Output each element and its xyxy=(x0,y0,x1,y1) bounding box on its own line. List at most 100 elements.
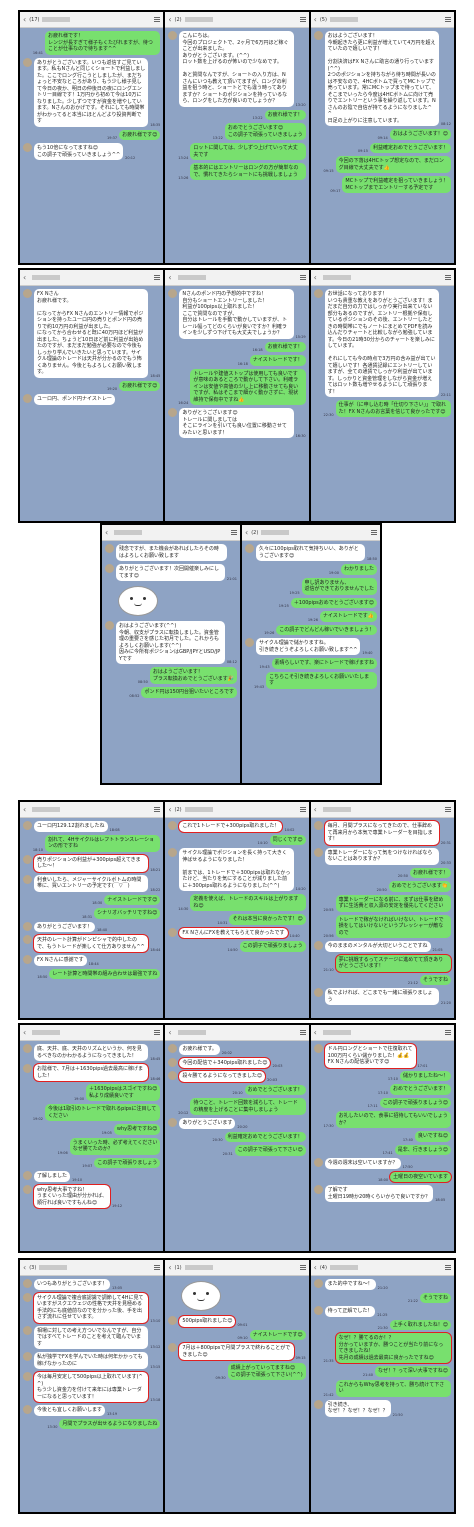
message-bubble: 了解しました xyxy=(34,1171,71,1182)
message-bubble: 定義を使えば、トレードのスキルは上がりますね😊 xyxy=(190,894,306,911)
message-timestamp: 20:03 xyxy=(267,1077,278,1082)
back-chevron-icon[interactable]: ‹ xyxy=(168,1262,172,1272)
back-chevron-icon[interactable]: ‹ xyxy=(105,527,109,537)
received-message: 7月は＋800pipsで月間プラスで終わることができました😊09:15 xyxy=(168,1342,306,1361)
sticker-mouth xyxy=(134,603,142,606)
hamburger-menu-icon[interactable] xyxy=(444,807,451,812)
chat-header: ‹ xyxy=(20,802,164,818)
hamburger-menu-icon[interactable] xyxy=(231,530,237,535)
hamburger-menu-icon[interactable] xyxy=(444,1030,451,1035)
hamburger-menu-icon[interactable] xyxy=(299,275,306,280)
contact-avatar xyxy=(23,854,32,864)
chat-screenshot: ‹残念ですが、また機会があればしたらその時はよろしくお願い致しますありがとうござ… xyxy=(102,525,240,783)
message-list: 底、天井、底、天井のリズムというか、何を見るべきなのかわかるようになってきました… xyxy=(20,1041,163,1211)
message-timestamp: 18:50 xyxy=(37,975,48,979)
chat-screenshot: ‹毎月、月間プラスになってきたので、仕事辞めて再来月から本気で専業トレーダーを目… xyxy=(310,802,454,1018)
message-bubble: 月間でプラスが出せるようになりましたね xyxy=(59,1418,161,1429)
received-message: FX Nさん お疲れ様です。 になってからFX Nさんのエントリー情報でポジショ… xyxy=(23,289,160,378)
back-chevron-icon[interactable]: ‹ xyxy=(313,804,317,814)
hamburger-menu-icon[interactable] xyxy=(154,1265,161,1270)
message-timestamp: 15:29 xyxy=(295,334,306,339)
hamburger-menu-icon[interactable] xyxy=(444,275,451,280)
contact-avatar xyxy=(105,564,114,573)
hamburger-menu-icon[interactable] xyxy=(299,17,306,22)
message-bubble: 底、天井、底、天井のリズムというか、何を見るべきなのかわかるようになってきました… xyxy=(34,1044,149,1061)
message-timestamp: 14:02 xyxy=(284,827,295,832)
chat-header: ‹(1) xyxy=(165,1260,309,1276)
back-chevron-icon[interactable]: ‹ xyxy=(313,1027,317,1037)
back-chevron-icon[interactable]: ‹ xyxy=(168,804,172,814)
contact-avatar xyxy=(313,821,323,830)
contact-name-redacted xyxy=(177,275,206,280)
received-message: why思考大事ですね！ うまくいった理由が分かれば、 順行れば良いですもんね😊1… xyxy=(23,1183,160,1209)
message-list: FX Nさん お疲れ様です。 になってからFX Nさんのエントリー情報でポジショ… xyxy=(20,286,163,408)
back-chevron-icon[interactable]: ‹ xyxy=(168,1027,172,1037)
unread-count-badge: (3) xyxy=(29,1264,37,1271)
contact-avatar xyxy=(105,621,114,630)
hamburger-menu-icon[interactable] xyxy=(154,807,161,812)
message-bubble: 今後とも宜しくお願いします xyxy=(34,1405,106,1416)
message-bubble: そうですね xyxy=(419,1292,451,1303)
hamburger-menu-icon[interactable] xyxy=(444,1265,451,1270)
received-message: 底、天井、底、天井のリズムというか、何を見るべきなのかわかるようになってきました… xyxy=(23,1044,160,1061)
hamburger-menu-icon[interactable] xyxy=(444,17,451,22)
message-timestamp: 16:18 xyxy=(237,361,248,366)
back-chevron-icon[interactable]: ‹ xyxy=(313,14,317,24)
chat-header: ‹ xyxy=(165,1025,309,1041)
contact-avatar xyxy=(313,289,323,298)
received-message: ありがとうございます！18:40 xyxy=(23,921,160,932)
message-timestamp: 13:12 xyxy=(150,1345,161,1349)
message-timestamp: 19:05 xyxy=(101,1130,112,1135)
back-chevron-icon[interactable]: ‹ xyxy=(168,14,172,24)
message-timestamp: 09:15 xyxy=(323,169,334,173)
hamburger-menu-icon[interactable] xyxy=(154,275,161,280)
message-bubble: 私でよければ、どこまでも一緒に頑張りましょう xyxy=(324,988,439,1005)
chat-header: ‹ xyxy=(310,1025,454,1041)
sticker-eye xyxy=(193,1292,197,1295)
back-chevron-icon[interactable]: ‹ xyxy=(23,1262,27,1272)
back-chevron-icon[interactable]: ‹ xyxy=(23,272,27,282)
received-message: ありがとうございます。いつも返信すご見ています。私もNさんと同じくショートで利益… xyxy=(23,57,160,127)
hamburger-menu-icon[interactable] xyxy=(371,530,377,535)
received-message: 相場に対しての考え方ついでなんですが、自分ではすべてトレードのことを考えて臨んで… xyxy=(23,1325,161,1349)
contact-avatar xyxy=(23,1405,32,1414)
message-timestamp: 19:20 xyxy=(107,387,118,391)
message-timestamp: 09:17 xyxy=(330,189,341,193)
message-bubble: わかりました xyxy=(340,564,377,575)
back-chevron-icon[interactable]: ‹ xyxy=(168,272,172,282)
contact-avatar xyxy=(23,1044,32,1053)
hamburger-menu-icon[interactable] xyxy=(299,807,306,812)
received-message: ドル円ロングとショートで往復取れて 100万円くらい儲かりました！💰💰 FX N… xyxy=(313,1043,451,1069)
hamburger-menu-icon[interactable] xyxy=(154,17,161,22)
message-bubble: この調子でどんどん稼いでいきましょう！ xyxy=(276,624,377,635)
back-chevron-icon[interactable]: ‹ xyxy=(23,14,27,24)
back-chevron-icon[interactable]: ‹ xyxy=(245,527,249,537)
message-timestamp: 21:10 xyxy=(323,967,334,972)
message-bubble: 今後は1取引のトレードで取れるpipsに注目してください xyxy=(44,1104,161,1121)
back-chevron-icon[interactable]: ‹ xyxy=(23,804,27,814)
message-timestamp: 08:50 xyxy=(137,680,148,684)
hamburger-menu-icon[interactable] xyxy=(299,1265,306,1270)
hamburger-menu-icon[interactable] xyxy=(299,1030,306,1035)
contact-avatar xyxy=(23,921,32,931)
back-chevron-icon[interactable]: ‹ xyxy=(23,1027,27,1037)
message-timestamp: 13:05 xyxy=(112,1285,123,1290)
hamburger-menu-icon[interactable] xyxy=(154,1030,161,1035)
chat-header: ‹(2) xyxy=(165,12,309,28)
back-chevron-icon[interactable]: ‹ xyxy=(313,272,317,282)
message-bubble: 専業トレーダーになって気をつけなければならないことはありますか？ xyxy=(324,847,439,865)
back-chevron-icon[interactable]: ‹ xyxy=(313,1262,317,1272)
